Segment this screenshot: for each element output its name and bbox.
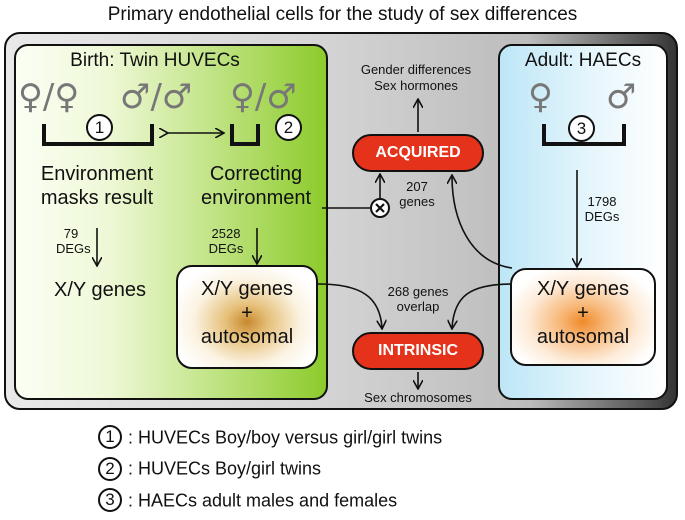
legend-item-2: 2 : HUVECs Boy/girl twins: [98, 455, 658, 481]
birth-box-line1: X/Y genes: [201, 278, 293, 300]
overlap-label: 268 genes overlap: [370, 284, 466, 314]
birth-panel-title: Birth: Twin HUVECs: [70, 50, 240, 71]
legend-text-3: : HAECs adult males and females: [128, 489, 398, 510]
sex-chromosomes-label: Sex chromosomes: [364, 390, 472, 405]
genes-207-label: 207 genes: [392, 179, 442, 209]
adult-box-line1: X/Y genes: [537, 278, 629, 300]
acquired-pill: ACQUIRED: [352, 134, 484, 172]
overlap-line2: overlap: [396, 299, 440, 314]
degs-79-number: 79: [63, 226, 79, 241]
birth-to-intrinsic-arrow: [317, 283, 382, 328]
group-2-marker: 2: [275, 114, 302, 141]
birth-box-line2: +: [241, 302, 253, 324]
adult-box-line3: autosomal: [536, 326, 630, 348]
legend-item-1: 1 : HUVECs Boy/boy versus girl/girl twins: [98, 424, 658, 450]
group-1-bracket: [42, 124, 154, 146]
adult-box-line2: +: [577, 302, 589, 324]
male-symbol: ♂: [606, 77, 637, 117]
birth-xy-autosomal-box: X/Y genes + autosomal: [176, 265, 318, 369]
group-2-bracket: [230, 124, 260, 146]
legend-marker-3: 3: [98, 487, 122, 512]
env-masks-text: Environment masks result: [22, 162, 172, 210]
legend-marker-1: 1: [98, 425, 122, 450]
adult-xy-autosomal-box: X/Y genes + autosomal: [510, 268, 656, 366]
adult-to-acquired-arrow: [452, 176, 513, 269]
gender-line1: Gender differences: [360, 62, 472, 77]
correcting-env-text: Correcting environment: [186, 162, 326, 210]
xy-genes-text: X/Y genes: [54, 279, 146, 301]
genes-207-number: 207: [406, 179, 428, 194]
legend-marker-2: 2: [98, 456, 122, 481]
correcting-line2: environment: [200, 187, 312, 209]
female-symbol: ♀: [528, 77, 553, 117]
degs-2528-number: 2528: [211, 226, 241, 241]
legend: 1 : HUVECs Boy/boy versus girl/girl twins…: [98, 424, 658, 512]
degs-79-label: 79 DEGs: [56, 226, 91, 256]
degs-2528-label: 2528 DEGs: [204, 226, 248, 256]
degs-1798-label: 1798 DEGs: [580, 194, 624, 224]
legend-text-2: : HUVECs Boy/girl twins: [128, 458, 322, 479]
female-male-symbols: ♀/♂: [230, 77, 297, 117]
degs-1798-text: DEGs: [584, 209, 620, 224]
env-masks-line2: masks result: [40, 187, 154, 209]
env-masks-line1: Environment: [40, 163, 154, 185]
adult-panel-title: Adult: HAECs: [524, 50, 642, 71]
gender-differences-text: Gender differences Sex hormones: [336, 62, 496, 94]
degs-1798-number: 1798: [587, 194, 617, 209]
overlap-line1: 268 genes: [387, 284, 449, 299]
correcting-line1: Correcting: [209, 163, 303, 185]
female-female-symbols: ♀/♀: [18, 77, 80, 117]
intrinsic-pill: INTRINSIC: [352, 332, 484, 370]
male-male-symbols: ♂/♂: [120, 77, 193, 117]
group-1-marker: 1: [86, 114, 113, 141]
genes-207-text: genes: [399, 194, 435, 209]
gender-line2: Sex hormones: [374, 78, 458, 93]
group-3-marker: 3: [568, 115, 595, 142]
birth-box-line3: autosomal: [200, 326, 294, 348]
legend-item-3: 3 : HAECs adult males and females: [98, 487, 658, 512]
figure-title: Primary endothelial cells for the study …: [107, 4, 578, 25]
degs-79-text: DEGs: [56, 241, 91, 256]
blocked-x-mark: [375, 203, 385, 213]
adult-to-intrinsic-arrow: [452, 283, 513, 328]
group-3-bracket: [542, 124, 626, 146]
degs-2528-text: DEGs: [208, 241, 244, 256]
legend-text-1: : HUVECs Boy/boy versus girl/girl twins: [128, 427, 443, 448]
